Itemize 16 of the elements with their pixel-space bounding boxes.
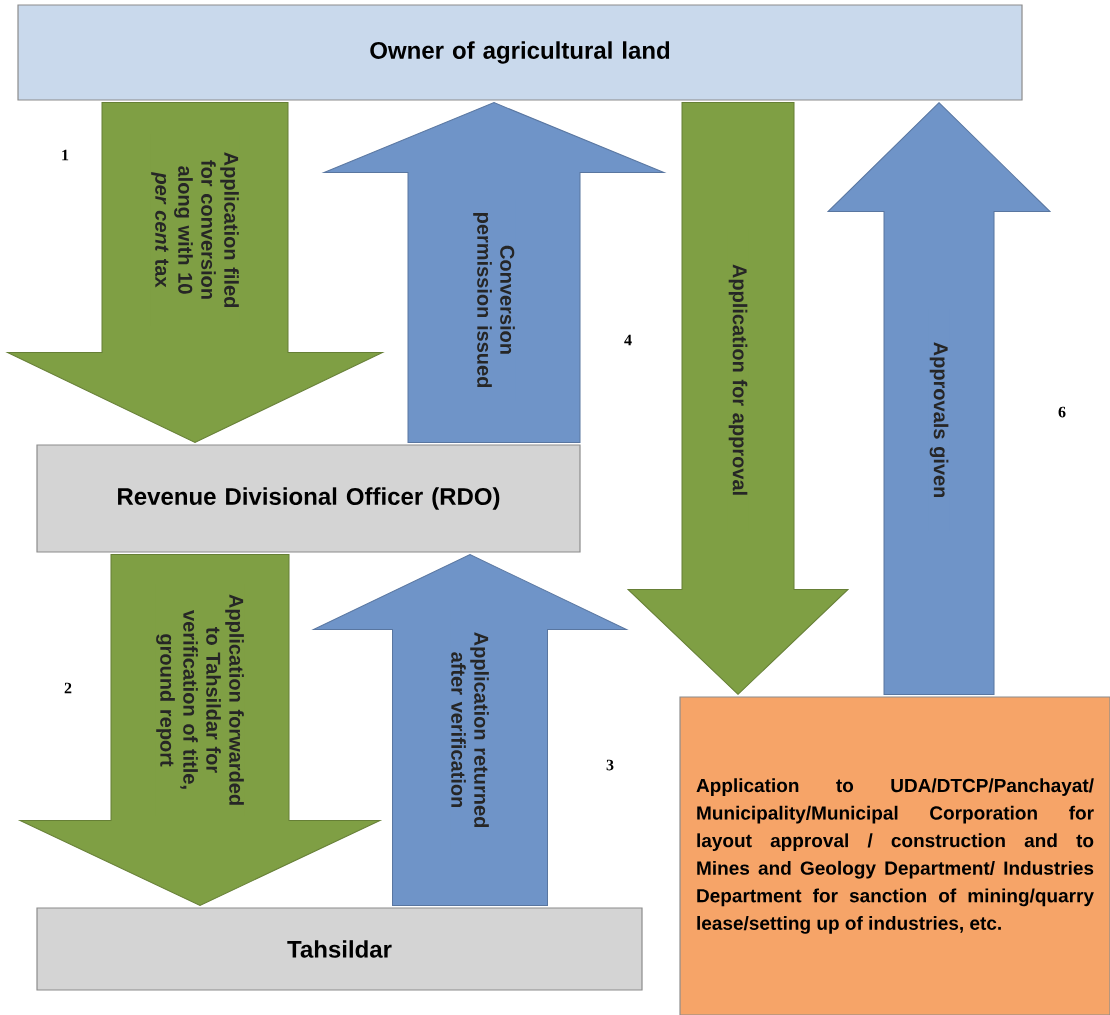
step-number: 2	[64, 682, 72, 694]
edge-label: Application forwarded to Tahsildar for verification of title, ground report	[155, 584, 245, 816]
block-arrow	[827, 102, 1051, 695]
step-number: 6	[1058, 406, 1066, 418]
note-box: Application to UDA/DTCP/Panchayat/ Municipality/Municipal Corporation for layout approval / construction and to Mines and Geology Department/ Industries Department for sanction of mining/quarry lease/setting up of industries, etc.	[679, 696, 1110, 1015]
process-box: Tahsildar	[36, 907, 643, 991]
edge-label: Approvals given	[928, 309, 950, 531]
process-box: Revenue Divisional Officer (RDO)	[36, 444, 581, 553]
edge-label: Application for approval	[727, 229, 749, 531]
step-number: 1	[62, 149, 69, 161]
step-number: 3	[606, 759, 614, 771]
title-banner: Owner of agricultural land	[17, 4, 1023, 101]
step-number: 4	[624, 334, 632, 346]
edge-label: Application returned after verification	[450, 604, 490, 856]
edge-label: Conversion permission issued	[472, 199, 516, 401]
block-arrow	[627, 102, 849, 695]
